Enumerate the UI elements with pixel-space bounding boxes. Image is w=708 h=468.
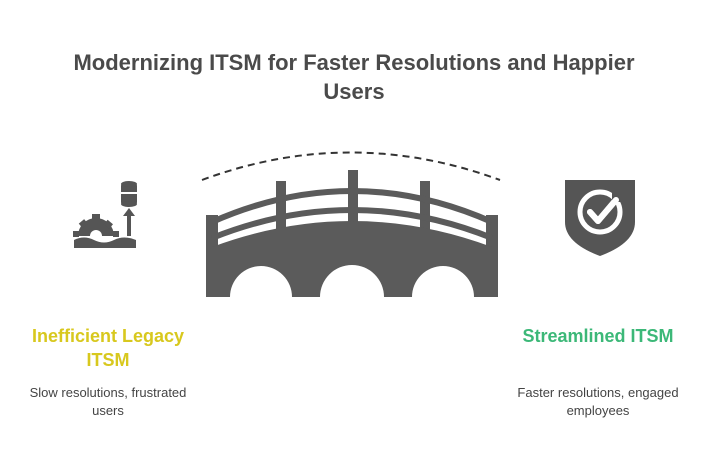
bridge-deck	[212, 221, 492, 297]
bridge-post-1	[276, 181, 286, 233]
streamlined-itsm-description: Faster resolutions, engaged employees	[510, 384, 686, 420]
legacy-itsm-title: Inefficient Legacy ITSM	[28, 324, 188, 372]
bridge-post-3	[420, 181, 430, 233]
upload-arrow-icon	[123, 208, 135, 236]
ground-line	[74, 238, 136, 249]
streamlined-itsm-title: Streamlined ITSM	[520, 324, 676, 348]
shield-check-icon	[565, 180, 635, 256]
gear-icon	[73, 214, 119, 242]
database-icon	[121, 181, 137, 207]
legacy-itsm-description: Slow resolutions, frustrated users	[28, 384, 188, 420]
gear-database-upload-icon	[73, 181, 137, 248]
bridge-icon	[202, 153, 500, 298]
bridge-post-2	[348, 170, 358, 222]
